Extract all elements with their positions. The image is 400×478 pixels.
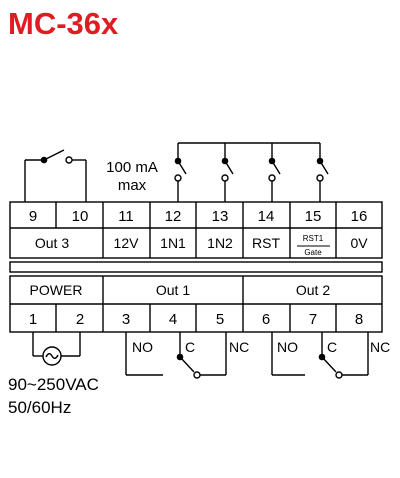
terminal-number-12: 12 bbox=[165, 208, 182, 225]
terminal-label-1n2: 1N2 bbox=[207, 235, 233, 251]
model-title: MC-36x bbox=[8, 6, 119, 41]
out2-no-label: NO bbox=[277, 339, 298, 355]
out3-label: Out 3 bbox=[35, 235, 69, 251]
terminal-number-6: 6 bbox=[262, 311, 270, 328]
out3-switch bbox=[24, 149, 87, 202]
terminal-label-rst1: RST1 bbox=[303, 234, 324, 243]
power-label: POWER bbox=[30, 282, 83, 298]
supply-voltage: 90~250VAC bbox=[8, 375, 99, 394]
terminal-number-1: 1 bbox=[29, 311, 37, 328]
ac-source bbox=[32, 332, 81, 366]
terminal-number-16: 16 bbox=[351, 208, 368, 225]
supply-frequency: 50/60Hz bbox=[8, 398, 71, 417]
terminal-number-14: 14 bbox=[258, 208, 275, 225]
input-current-note: 100 mA bbox=[106, 159, 158, 176]
input-current-note-max: max bbox=[118, 177, 147, 194]
terminal-number-7: 7 bbox=[309, 311, 317, 328]
terminal-label-rst: RST bbox=[252, 235, 280, 251]
out2-c-label: C bbox=[327, 339, 337, 355]
separator-strip bbox=[9, 261, 383, 273]
out1-c-label: C bbox=[185, 339, 195, 355]
terminal-number-3: 3 bbox=[122, 311, 130, 328]
terminal-number-2: 2 bbox=[76, 311, 84, 328]
out1-nc-label: NC bbox=[229, 339, 249, 355]
out2-label: Out 2 bbox=[296, 282, 330, 298]
terminal-number-15: 15 bbox=[305, 208, 322, 225]
terminal-number-10: 10 bbox=[72, 208, 89, 225]
input-switches bbox=[174, 142, 329, 202]
terminal-number-9: 9 bbox=[29, 208, 37, 225]
out1-label: Out 1 bbox=[156, 282, 190, 298]
terminal-number-11: 11 bbox=[118, 208, 134, 225]
terminal-number-4: 4 bbox=[169, 311, 177, 328]
terminal-number-5: 5 bbox=[216, 311, 224, 328]
out1-no-label: NO bbox=[132, 339, 153, 355]
terminal-number-13: 13 bbox=[212, 208, 229, 225]
terminal-label-gate: Gate bbox=[304, 248, 322, 257]
out1-relay bbox=[125, 332, 227, 379]
terminal-number-8: 8 bbox=[355, 311, 363, 328]
out2-nc-label: NC bbox=[370, 339, 390, 355]
terminal-label-0v: 0V bbox=[350, 235, 368, 251]
terminal-label-12v: 12V bbox=[114, 235, 140, 251]
out2-relay bbox=[271, 332, 369, 379]
terminal-label-1n1: 1N1 bbox=[160, 235, 186, 251]
